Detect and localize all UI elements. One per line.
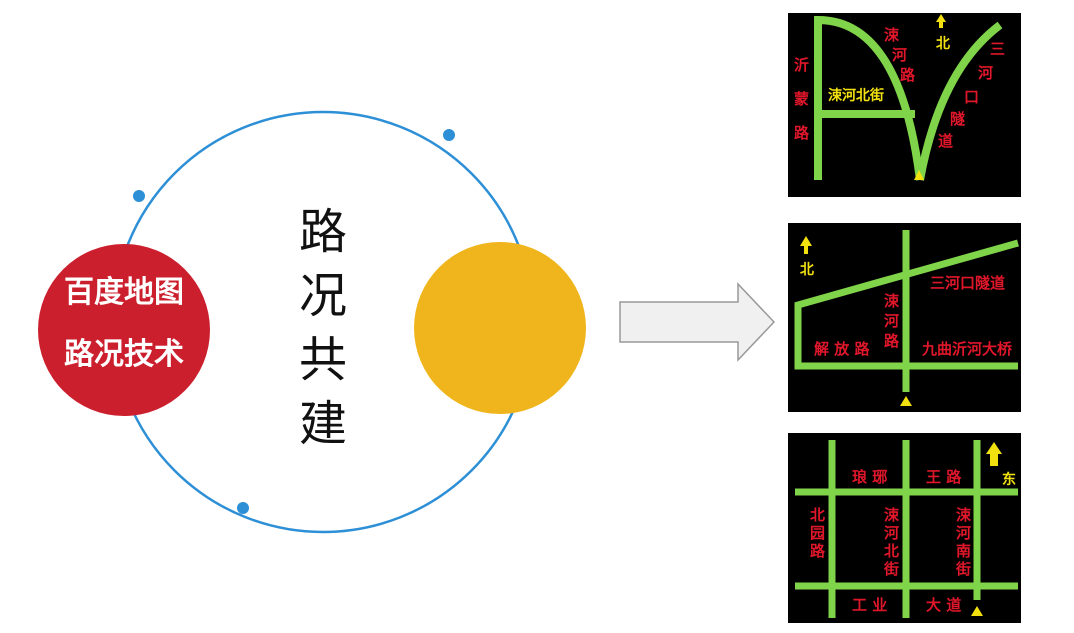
- map1-north-label: 北: [936, 36, 950, 52]
- orbit-node: [133, 190, 145, 202]
- map3-label: 园: [810, 524, 825, 542]
- map2-label: 河: [884, 312, 899, 330]
- map1-label: 涑: [884, 26, 900, 44]
- red-circle-line-1: 百度地图: [64, 275, 184, 310]
- map3-label: 北: [810, 506, 825, 524]
- map2-label: 三河口隧道: [930, 274, 1005, 292]
- map1-label: 沂: [794, 56, 809, 74]
- center-title-char-1: 路: [299, 204, 347, 260]
- map2-label: 路: [884, 332, 900, 350]
- map3-label: 河: [956, 524, 971, 542]
- map-panel-3: 东 琅 琊 王 路 北 园 路 涑 河 北 街 涑 河 南 街 工 业 大 道: [788, 433, 1021, 623]
- map3-label: 路: [810, 542, 826, 560]
- map1-label: 路: [794, 124, 810, 142]
- center-title-char-2: 况: [299, 268, 347, 324]
- map3-label: 涑: [884, 506, 900, 524]
- map3-label: 北: [884, 542, 899, 560]
- orbit-node: [443, 129, 455, 141]
- map1-label: 河: [892, 46, 907, 64]
- map3-label: 王 路: [926, 468, 962, 486]
- map3-label: 街: [955, 560, 971, 578]
- center-title-char-4: 建: [299, 396, 347, 452]
- map3-label: 河: [884, 524, 899, 542]
- orbit-node: [237, 502, 249, 514]
- red-circle-line-2: 路况技术: [64, 337, 184, 372]
- map3-label: 涑: [956, 506, 972, 524]
- map3-north-label: 东: [1002, 471, 1016, 488]
- map1-label: 路: [900, 66, 916, 84]
- map3-label: 大 道: [926, 596, 961, 614]
- map3-label: 琅 琊: [852, 468, 887, 486]
- map1-label: 道: [938, 132, 953, 150]
- center-title-char-3: 共: [299, 332, 347, 388]
- right-arrow: [619, 282, 776, 362]
- map-panel-1: 北 沂 蒙 路 涑 河 路 涑河北街 三 河 口 隧 道: [788, 13, 1021, 197]
- map2-label: 涑: [884, 292, 900, 310]
- map-panel-2: 北 三河口隧道 涑 河 路 解 放 路 九曲沂河大桥: [788, 223, 1021, 412]
- map3-label: 工 业: [852, 596, 887, 614]
- map1-label: 三: [990, 40, 1005, 58]
- map2-north-label: 北: [800, 262, 814, 278]
- map2-label: 解 放 路: [814, 340, 870, 358]
- map1-label: 蒙: [794, 90, 809, 108]
- red-circle: [38, 244, 210, 416]
- map3-label: 南: [956, 542, 971, 560]
- map1-label: 口: [964, 88, 979, 106]
- map1-label: 涑河北街: [828, 87, 884, 104]
- map3-label: 街: [883, 560, 899, 578]
- yellow-circle: [414, 242, 586, 414]
- map1-label: 隧: [950, 110, 965, 128]
- map1-label: 河: [978, 64, 993, 82]
- map2-label: 九曲沂河大桥: [921, 340, 1013, 358]
- cycle-diagram: 百度地图 路况技术 路 况 共 建: [38, 110, 586, 534]
